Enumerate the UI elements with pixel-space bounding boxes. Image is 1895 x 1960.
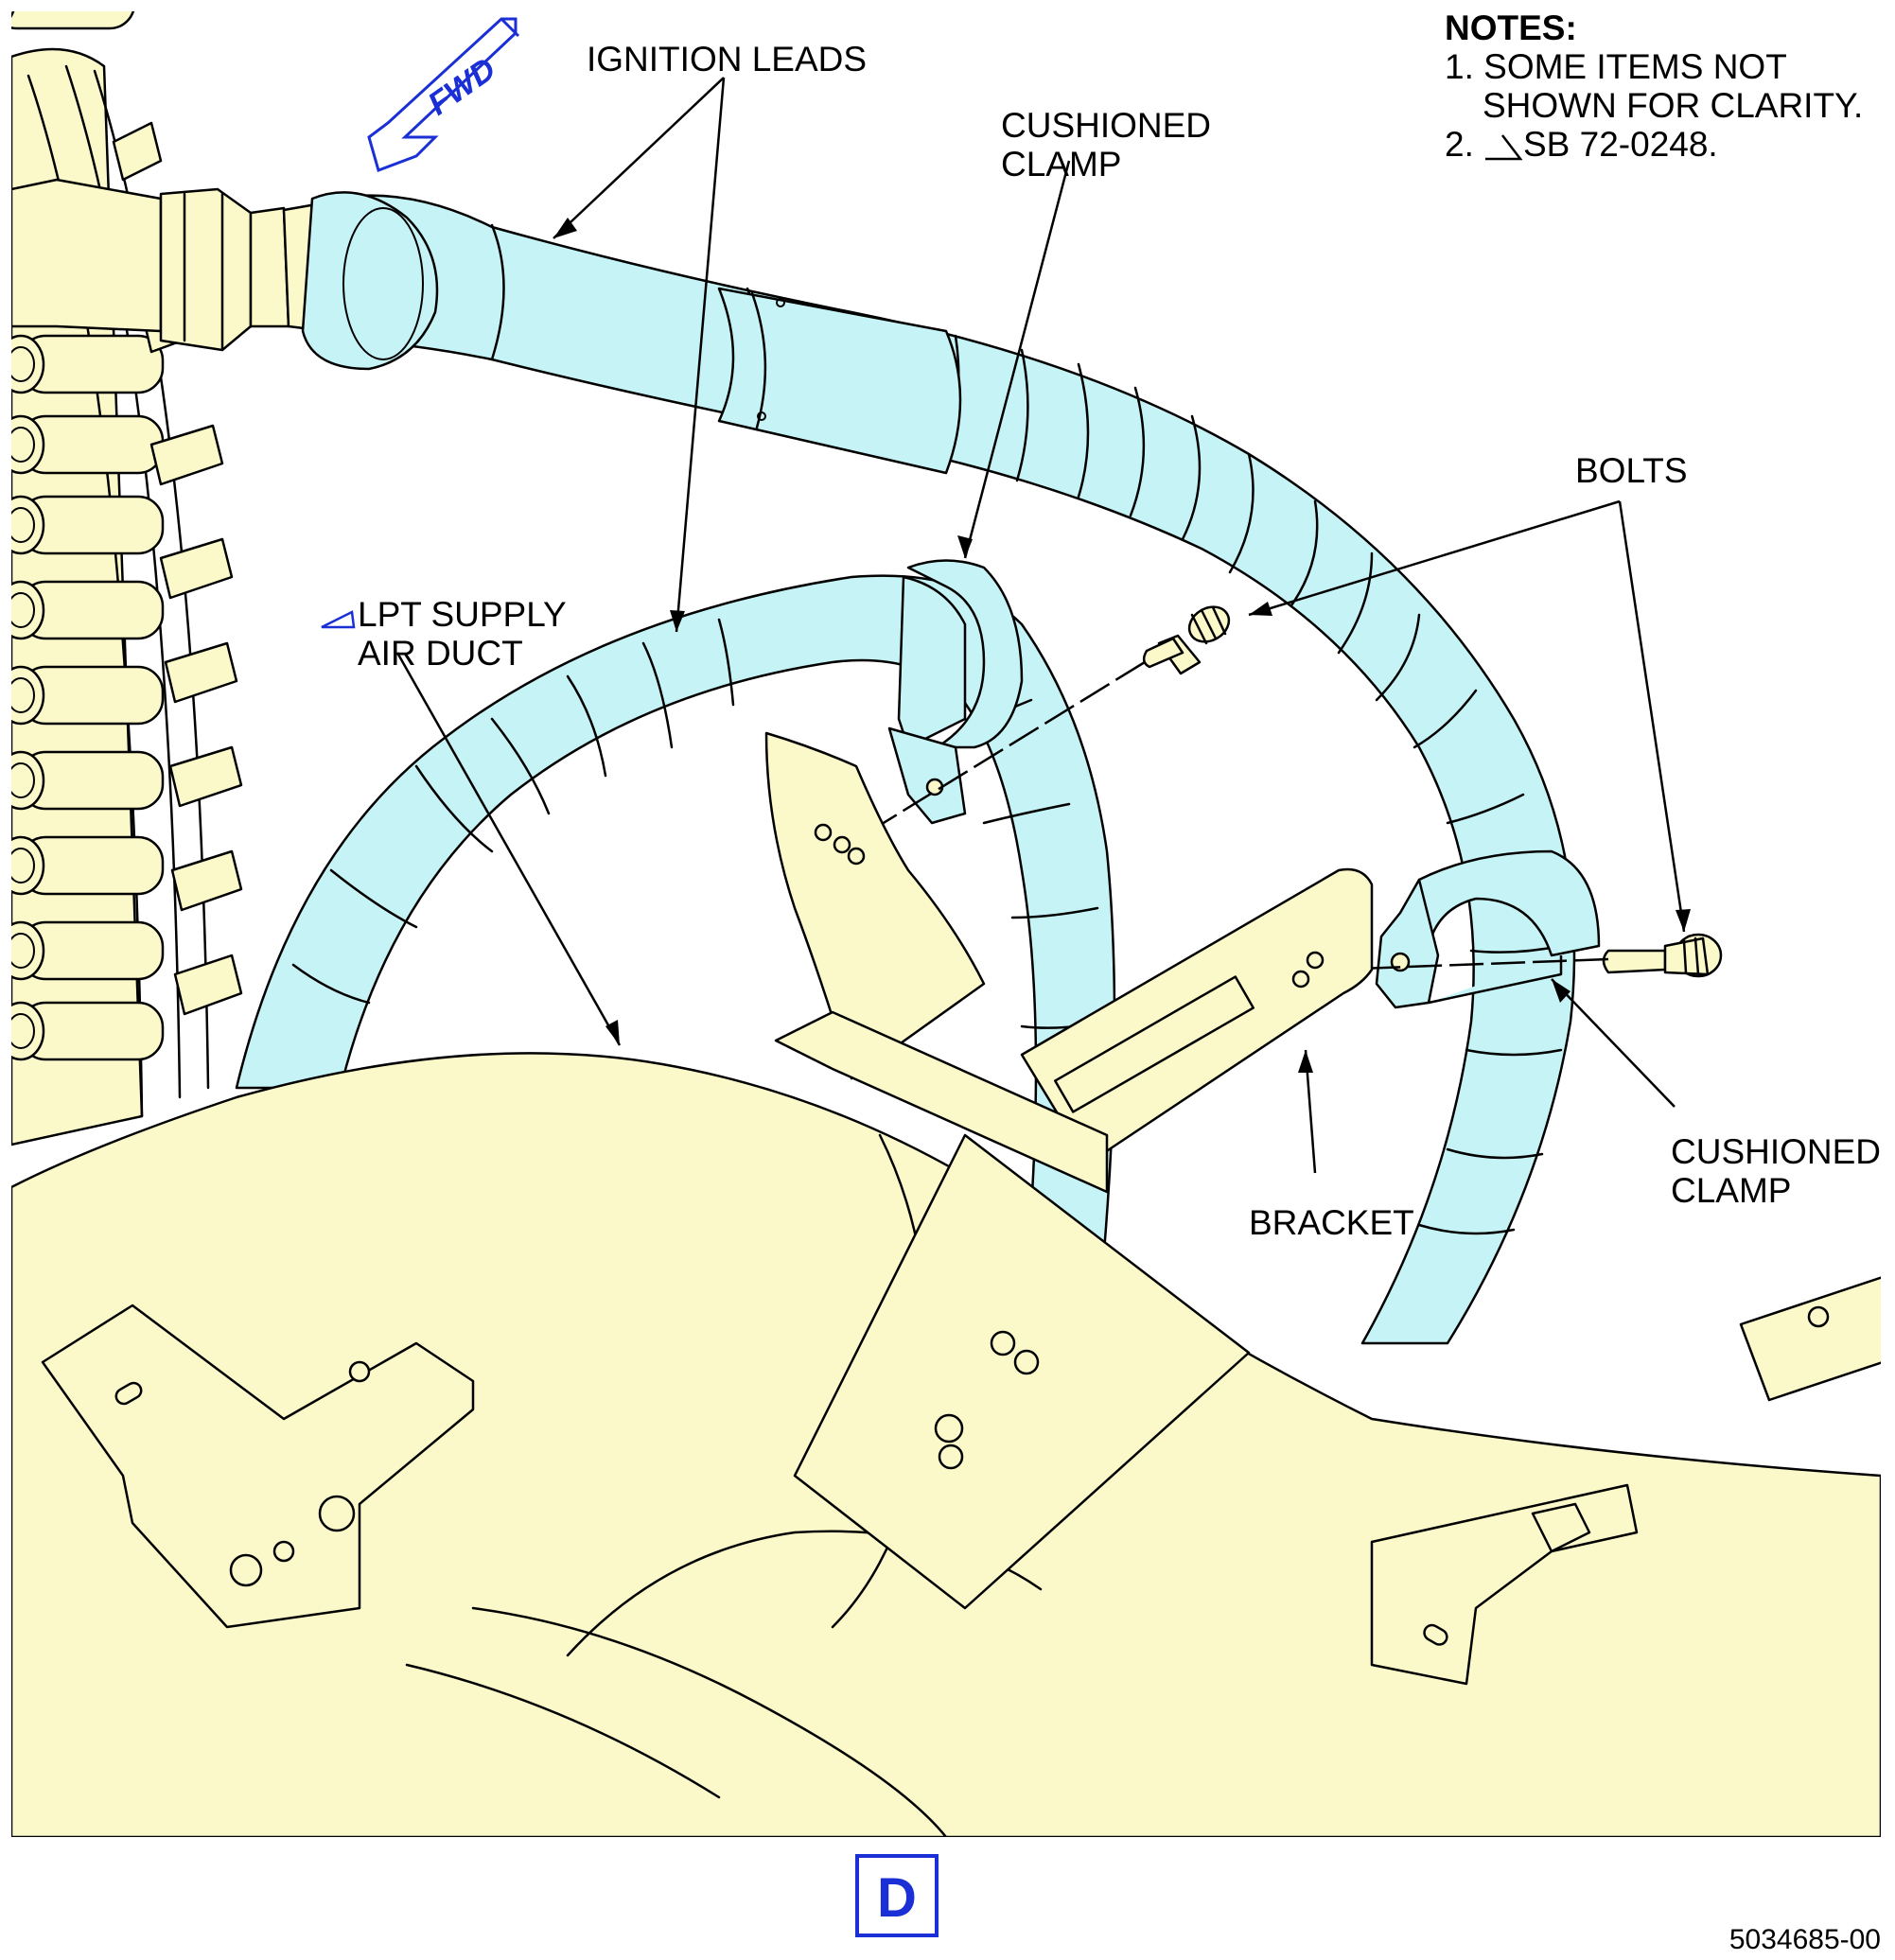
label-cushioned-clamp-top-2: CLAMP xyxy=(1001,145,1121,184)
note-1-cont: SHOWN FOR CLARITY. xyxy=(1483,86,1863,125)
notes-title: NOTES: xyxy=(1445,9,1577,47)
ignition-lead-upper xyxy=(301,191,1576,1345)
leader-lines xyxy=(395,77,1686,1174)
note-2-sb-marker xyxy=(1485,134,1523,161)
leader-arrowheads xyxy=(553,218,1691,1073)
bracket xyxy=(1020,867,1374,1165)
label-cushioned-clamp-top: CUSHIONED xyxy=(1001,106,1211,145)
bolt-right xyxy=(1602,933,1723,978)
note-2: 2. xyxy=(1445,125,1474,164)
cushioned-clamp-upper xyxy=(887,559,1024,825)
notes-block: NOTES: 1. SOME ITEMS NOT SHOWN FOR CLARI… xyxy=(1445,9,1863,164)
igniter-posts xyxy=(11,11,165,1061)
note-2-ref: SB 72-0248. xyxy=(1523,125,1718,164)
label-bolts: BOLTS xyxy=(1575,451,1688,490)
label-cushioned-clamp-right: CUSHIONED xyxy=(1671,1132,1881,1171)
label-ignition-leads: IGNITION LEADS xyxy=(587,40,867,79)
label-cushioned-clamp-right-2: CLAMP xyxy=(1671,1171,1791,1210)
bolt-alignment-lines xyxy=(836,660,1609,971)
view-letter: D xyxy=(877,1867,917,1929)
ignition-lead-coupling-nut xyxy=(11,178,328,352)
lpt-supply-air-duct xyxy=(11,1010,1881,1837)
label-bracket: BRACKET xyxy=(1249,1203,1414,1242)
callout-labels: IGNITION LEADS CUSHIONED CLAMP BOLTS LPT… xyxy=(321,40,1881,1242)
view-label: D xyxy=(855,1854,939,1937)
label-air-duct: AIR DUCT xyxy=(358,634,523,673)
bolt-upper xyxy=(1142,605,1231,675)
fwd-direction-arrow: FWD xyxy=(367,17,520,172)
note-1: 1. SOME ITEMS NOT xyxy=(1445,47,1787,86)
lpt-duct-sb-marker xyxy=(321,610,356,629)
label-lpt-supply: LPT SUPPLY xyxy=(358,595,567,634)
figure-number: 5034685-00 xyxy=(1729,1924,1881,1955)
support-bracket-upper xyxy=(764,731,986,1080)
cushioned-clamp-right xyxy=(1375,849,1601,1009)
